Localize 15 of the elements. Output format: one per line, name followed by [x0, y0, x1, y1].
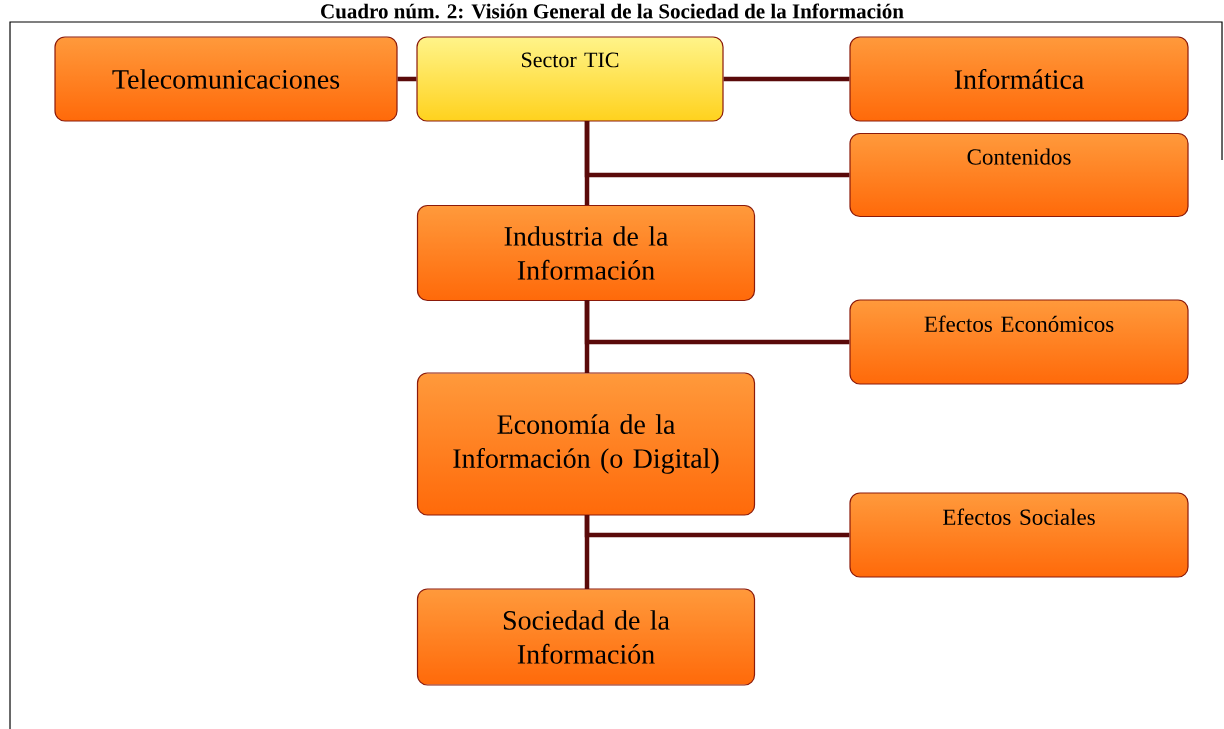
box: Industria de la Información: [416, 204, 756, 302]
box: Sector TIC: [416, 36, 724, 122]
connector-line: [584, 515, 850, 538]
title: Cuadro núm. 2: Visión General de la Sociedad de la Información: [321, 3, 904, 19]
box: Contenidos: [849, 132, 1189, 218]
box: Efectos Sociales: [849, 492, 1189, 578]
connector-line: [397, 76, 417, 82]
connector-line: [584, 300, 850, 345]
box: Informática: [849, 36, 1189, 122]
connector-line: [723, 76, 850, 82]
box: Economía de la Información (o Digital): [416, 372, 756, 516]
connector-line: [584, 121, 850, 178]
box: Sociedad de la Información: [416, 588, 756, 686]
box: Efectos Económicos: [849, 299, 1189, 385]
box: Telecomunicaciones: [54, 36, 398, 122]
